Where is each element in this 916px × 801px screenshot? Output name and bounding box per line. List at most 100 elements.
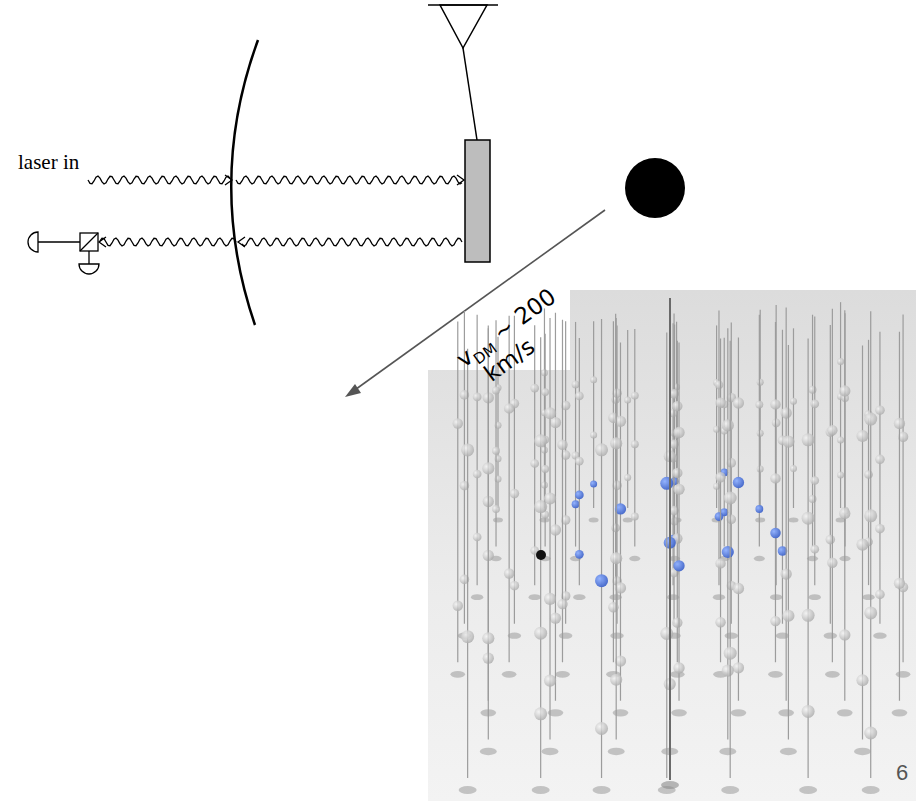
hit-sensor bbox=[673, 560, 684, 571]
photodetector bbox=[79, 264, 99, 274]
pendulum-string bbox=[677, 341, 678, 662]
pendulum-sensor bbox=[894, 578, 905, 589]
pendulum-string bbox=[879, 332, 880, 624]
pendulum-shadow bbox=[529, 594, 541, 600]
pendulum-sensor bbox=[541, 465, 549, 473]
pendulum-sensor bbox=[837, 358, 844, 365]
pendulum-string bbox=[488, 328, 489, 739]
pendulum-shadow bbox=[725, 633, 738, 639]
pendulum-shadow bbox=[768, 671, 783, 678]
pendulum-sensor bbox=[550, 524, 561, 535]
pendulum-string bbox=[562, 320, 563, 663]
pendulum-sensor bbox=[595, 722, 608, 735]
pendulum-shadow bbox=[532, 786, 550, 794]
pendulum-sensor bbox=[810, 399, 819, 408]
pendulum-sensor bbox=[610, 674, 622, 686]
pendulum-sensor bbox=[772, 418, 781, 427]
pendulum-sensor bbox=[482, 462, 494, 474]
pendulum-shadow bbox=[661, 781, 679, 789]
pendulum-shadow bbox=[731, 709, 747, 716]
laser-wave bbox=[242, 238, 462, 246]
pendulum-sensor bbox=[534, 627, 547, 640]
pendulum-shadow bbox=[770, 594, 782, 600]
pendulum-string bbox=[678, 343, 679, 701]
pendulum-sensor bbox=[826, 535, 836, 545]
pendulum-shadow bbox=[713, 594, 725, 600]
pendulum-shadow bbox=[608, 748, 625, 756]
pendulum-sensor bbox=[660, 627, 673, 640]
pendulum-string bbox=[812, 315, 813, 547]
hit-sensor bbox=[595, 574, 608, 587]
pendulum-shadow bbox=[892, 709, 908, 716]
pendulum-shadow bbox=[788, 518, 798, 523]
pendulum-shadow bbox=[780, 748, 797, 756]
pendulum-shadow bbox=[589, 518, 599, 523]
pendulum-string bbox=[565, 321, 566, 623]
pendulum-sensor bbox=[770, 473, 780, 483]
pendulum-sensor bbox=[827, 425, 837, 435]
pendulum-sensor bbox=[453, 418, 463, 428]
pendulum-string bbox=[793, 328, 794, 508]
pendulum-sensor bbox=[544, 675, 556, 687]
pendulum-sensor bbox=[510, 489, 520, 499]
pendulum-shadow bbox=[559, 633, 572, 639]
pendulum-shadow bbox=[776, 633, 789, 639]
pendulum-sensor bbox=[802, 512, 815, 525]
pendulum-sensor bbox=[557, 439, 567, 449]
pendulum-sensor bbox=[575, 457, 584, 466]
pendulum-string bbox=[620, 343, 621, 701]
pendulum-sensor bbox=[875, 405, 885, 415]
pendulum-sensor bbox=[631, 440, 639, 448]
pendulum-string bbox=[593, 321, 594, 508]
pendulum-sensor bbox=[837, 472, 844, 479]
pendulum-string bbox=[775, 322, 776, 662]
pendulum-shadow bbox=[610, 633, 623, 639]
pendulum-sensor bbox=[482, 632, 494, 644]
velocity-arrow bbox=[352, 210, 605, 392]
pendulum-sensor bbox=[541, 369, 548, 376]
pendulum-sensor bbox=[722, 419, 734, 431]
pendulum-sensor bbox=[715, 617, 725, 627]
pendulum-shadow bbox=[862, 594, 874, 600]
pendulum-sensor bbox=[782, 436, 794, 448]
pendulum-sensor bbox=[864, 606, 877, 619]
pendulum-string bbox=[786, 308, 787, 701]
pendulum-sensor bbox=[550, 613, 561, 624]
pendulum-string bbox=[731, 323, 732, 624]
pendulum-sensor bbox=[672, 468, 682, 478]
pendulum-sensor bbox=[631, 513, 639, 521]
pendulum-sensor bbox=[757, 379, 764, 386]
hit-sensor bbox=[572, 500, 580, 508]
support-triangle bbox=[440, 5, 487, 48]
pendulum-shadow bbox=[459, 786, 477, 794]
pendulum-sensor bbox=[875, 524, 885, 534]
mirror-mass bbox=[465, 140, 490, 262]
pendulum-string bbox=[730, 341, 731, 778]
detector-wire bbox=[88, 251, 89, 264]
pendulum-sensor bbox=[544, 593, 556, 605]
pendulum-sensor bbox=[770, 616, 780, 626]
pendulum-sensor bbox=[864, 413, 877, 426]
pendulum-shadow bbox=[799, 786, 817, 794]
pendulum-sensor bbox=[624, 474, 631, 481]
pendulum-sensor bbox=[864, 509, 877, 522]
pendulum-sensor bbox=[856, 674, 868, 686]
pendulum-sensor bbox=[839, 629, 850, 640]
hit-sensor bbox=[733, 477, 744, 488]
pendulum-shadow bbox=[593, 786, 611, 794]
pendulum-sensor bbox=[590, 376, 597, 383]
pendulum-sensor bbox=[715, 380, 724, 389]
pendulum-string bbox=[832, 309, 833, 662]
hit-sensor bbox=[590, 481, 597, 488]
pendulum-shadow bbox=[493, 518, 503, 523]
beam-arrowhead bbox=[238, 237, 245, 247]
beam-splitter-diagonal bbox=[80, 233, 98, 251]
beam-arrowhead bbox=[225, 175, 232, 185]
pendulum-string bbox=[727, 328, 728, 739]
pendulum-sensor bbox=[864, 727, 877, 740]
hit-sensor bbox=[770, 528, 780, 538]
pendulum-sensor bbox=[864, 470, 873, 479]
pendulum-string bbox=[720, 338, 721, 662]
pendulum-sensor bbox=[837, 437, 844, 444]
